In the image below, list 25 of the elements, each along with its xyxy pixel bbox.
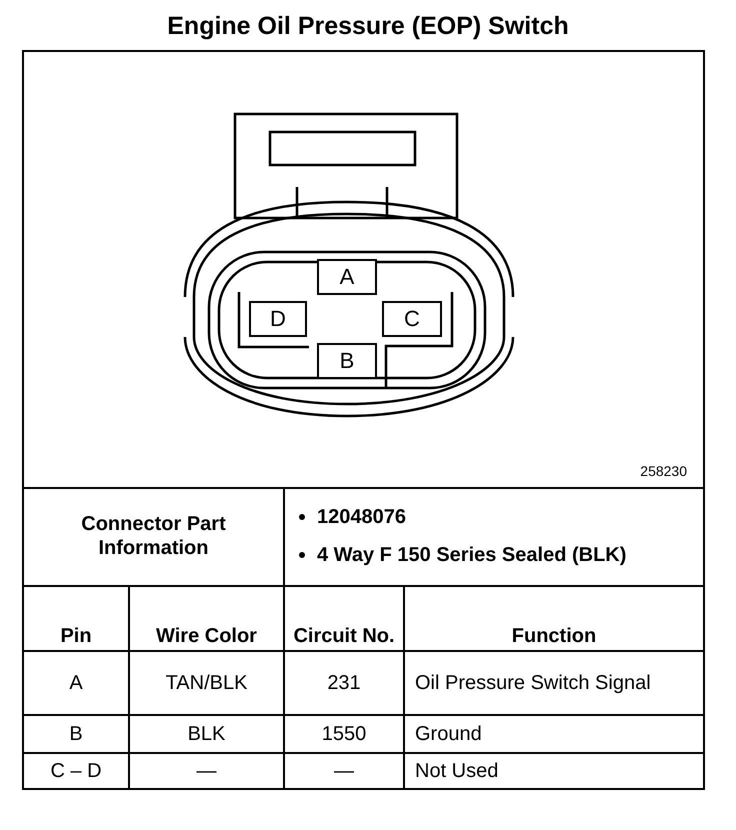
diagram-title: Engine Oil Pressure (EOP) Switch bbox=[166, 12, 570, 41]
pin-box: B bbox=[317, 343, 377, 379]
column-header: Function bbox=[512, 624, 596, 648]
connector-description: 4 Way F 150 Series Sealed (BLK) bbox=[295, 543, 626, 567]
column-header: Pin bbox=[60, 624, 92, 648]
pin-box: A bbox=[317, 259, 377, 295]
table-cell-text: 1550 bbox=[322, 722, 366, 746]
table-cell-text: — bbox=[334, 759, 354, 783]
figure-number: 258230 bbox=[640, 463, 687, 479]
pin-box: C bbox=[382, 301, 442, 337]
table-heading: Connector Part Information bbox=[80, 512, 227, 560]
table-cell-text: Ground bbox=[415, 722, 482, 746]
column-header: Wire Color bbox=[156, 624, 257, 648]
table-cell-text: TAN/BLK bbox=[166, 671, 248, 695]
table-cell-text: 231 bbox=[327, 671, 361, 695]
table-cell-text: Not Used bbox=[415, 759, 498, 783]
column-header: Circuit No. bbox=[293, 624, 395, 648]
pin-box: D bbox=[249, 301, 307, 337]
part-number: 12048076 bbox=[295, 505, 406, 529]
table-cell-text: C – D bbox=[50, 759, 102, 783]
table-cell-text: A bbox=[69, 671, 83, 695]
table-cell-text: — bbox=[196, 759, 216, 783]
table-cell-text: B bbox=[69, 722, 83, 746]
table-cell-text: BLK bbox=[188, 722, 226, 746]
table-cell-text: Oil Pressure Switch Signal bbox=[415, 671, 651, 695]
